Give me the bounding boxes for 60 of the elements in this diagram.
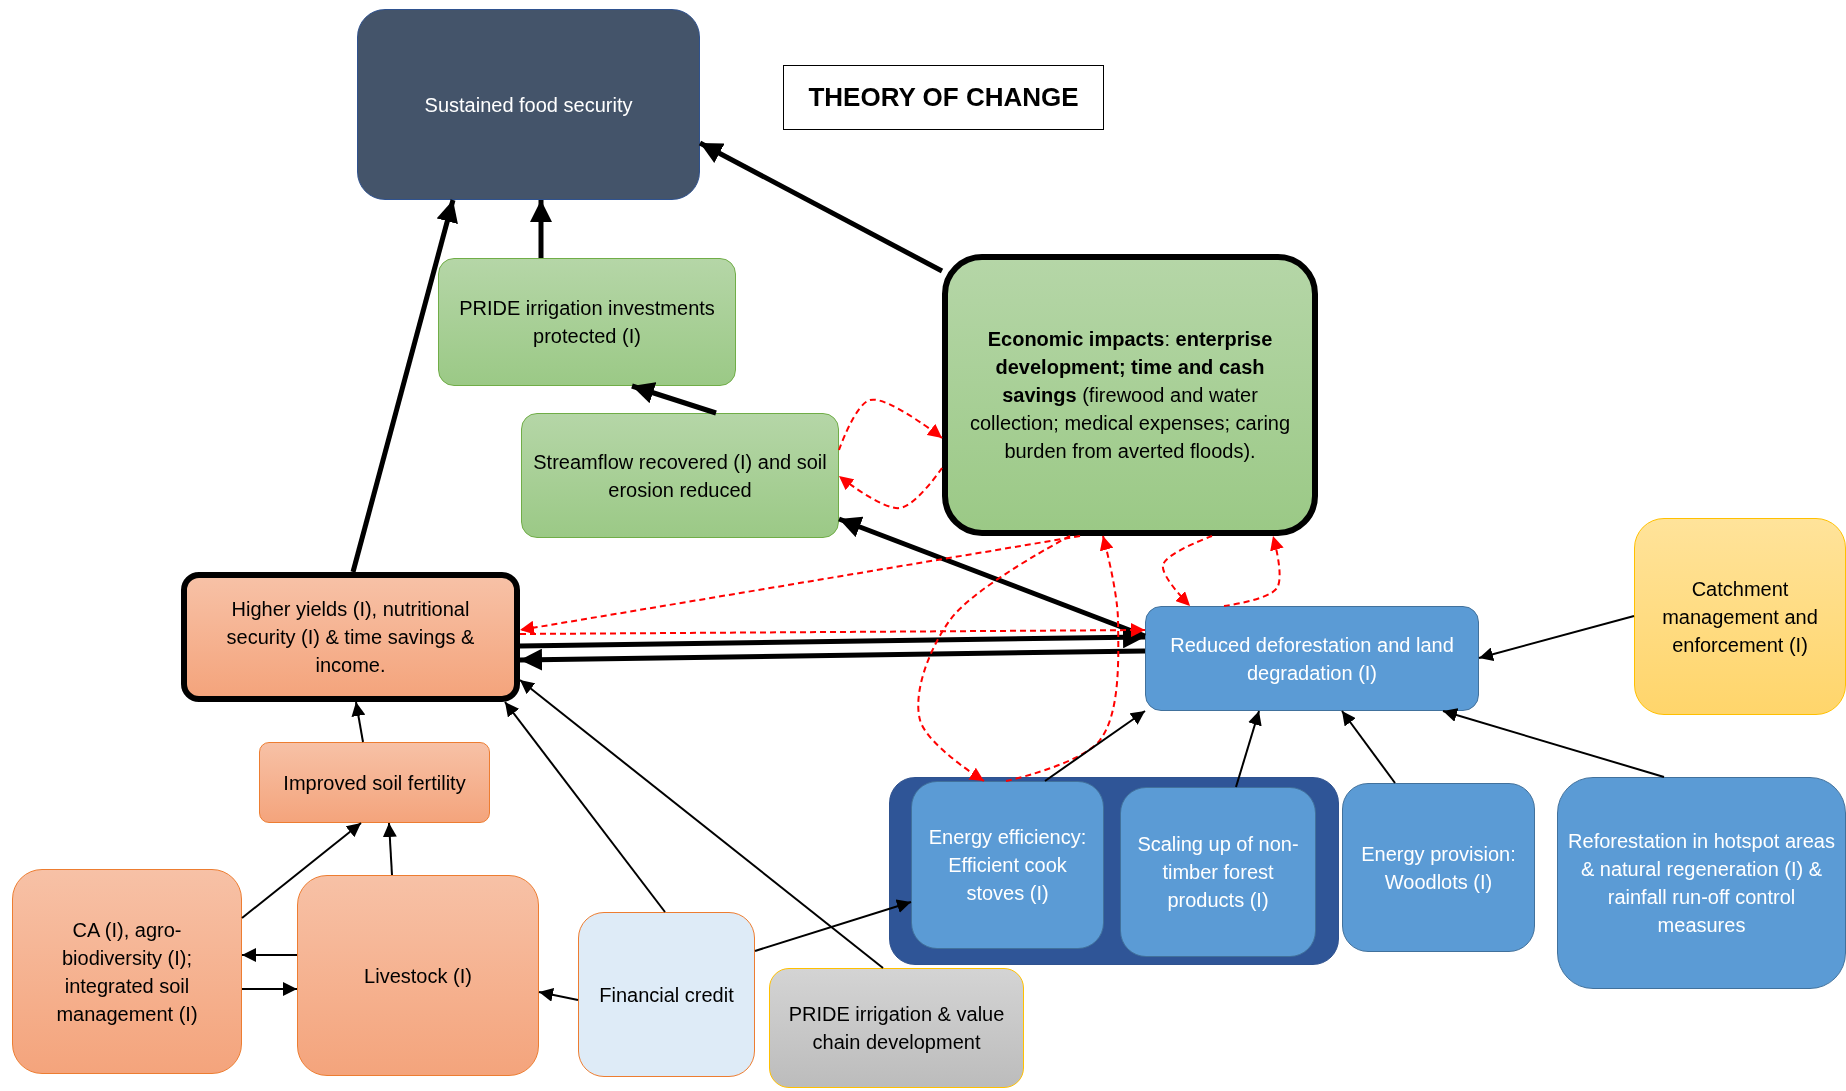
arrow — [631, 382, 717, 416]
intervention-box — [1342, 783, 1535, 952]
arrow — [917, 535, 1071, 782]
node-text: Livestock (I) — [364, 963, 472, 989]
arrow — [241, 822, 362, 919]
node-text: Higher yields (I), nutritional security (I) & time savings & income. — [225, 597, 476, 678]
arrow — [350, 199, 458, 573]
node-text: Streamflow recovered (I) and soil erosion reduced — [532, 449, 828, 503]
arrow — [1442, 708, 1665, 778]
arrow — [838, 467, 943, 509]
arrow — [754, 899, 912, 952]
outcome-box — [438, 258, 736, 386]
arrow — [351, 701, 366, 743]
arrow — [838, 398, 943, 451]
outcome-box — [181, 572, 520, 702]
arrow — [1005, 535, 1120, 782]
node-text: CA (I), agro-biodiversity (I); integrated soil management (I) — [55, 917, 199, 1027]
outcome-box — [1145, 606, 1479, 711]
outcome-box — [259, 742, 490, 823]
arrow — [519, 535, 1081, 635]
outcome-box — [357, 9, 700, 200]
node-text: Energy provision: Woodlots (I) — [1360, 841, 1517, 895]
arrow — [1162, 535, 1213, 607]
arrow — [1235, 710, 1262, 788]
node-text: Economic impacts: enterprise development; time and cash savings (firewood and water collection; medical expenses; caring burden from averted floods). — [968, 327, 1292, 464]
node-text: Financial credit — [599, 982, 734, 1008]
group-panel — [889, 777, 1339, 965]
arrow — [698, 140, 944, 274]
intervention-box — [911, 781, 1104, 949]
arrow — [1044, 710, 1146, 782]
arrow — [241, 982, 298, 996]
arrow — [241, 948, 298, 962]
arrow — [1223, 535, 1284, 607]
arrow — [1478, 615, 1635, 662]
outcome-box — [521, 413, 839, 538]
intervention-box — [578, 912, 755, 1077]
intervention-box — [12, 869, 242, 1074]
title: THEORY OF CHANGE — [783, 65, 1104, 130]
arrow — [519, 648, 1146, 671]
arrow — [538, 987, 579, 1002]
intervention-box — [1120, 787, 1316, 957]
node-text: Reduced deforestation and land degradation (I) — [1169, 632, 1455, 686]
arrow — [1341, 710, 1396, 784]
intervention-box — [769, 968, 1024, 1088]
arrow — [382, 822, 397, 876]
arrow — [519, 623, 1146, 638]
node-text: Catchment management and enforcement (I) — [1661, 576, 1819, 658]
node-text: PRIDE irrigation & value chain development — [787, 1002, 1006, 1055]
impact-box — [942, 254, 1318, 536]
node-text: PRIDE irrigation investments protected (I) — [458, 296, 716, 349]
node-text: Scaling up of non-timber forest products (I) — [1136, 832, 1300, 913]
node-text: Energy efficiency: Efficient cook stoves (I) — [927, 825, 1088, 906]
intervention-box — [1557, 777, 1846, 989]
intervention-box — [1634, 518, 1846, 715]
arrow — [504, 701, 666, 913]
intervention-box — [297, 875, 539, 1076]
node-text: Reforestation in hotspot areas & natural regeneration (I) & rainfall run-off control measures — [1568, 829, 1835, 938]
node-text: Sustained food security — [424, 92, 633, 118]
arrow — [530, 200, 552, 258]
node-text: Improved soil fertility — [283, 770, 466, 796]
